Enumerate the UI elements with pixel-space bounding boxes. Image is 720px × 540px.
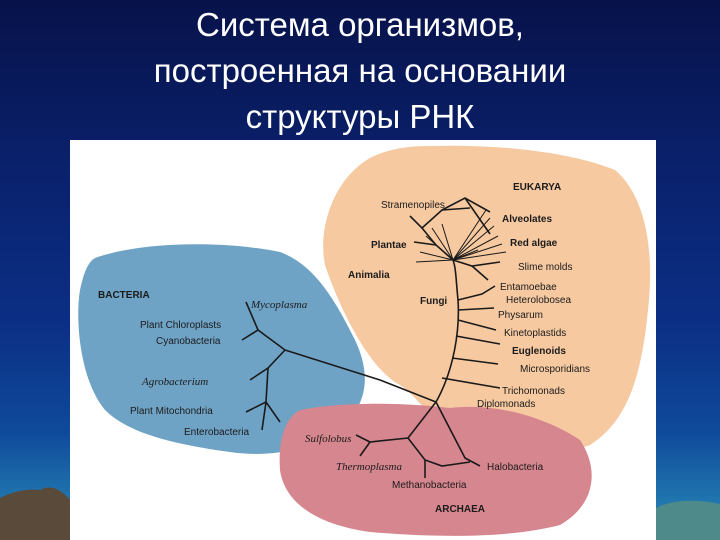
title-line-3: структуры РНК [245, 98, 475, 135]
label-physarum: Physarum [498, 310, 543, 321]
label-cyanobacteria: Cyanobacteria [156, 336, 221, 347]
landscape-hills [0, 487, 720, 540]
tree-svg: EUKARYA BACTERIA ARCHAEA Stramenopiles A… [78, 145, 651, 536]
label-stramenopiles: Stramenopiles [381, 200, 445, 211]
archaea-region [279, 403, 592, 536]
label-animalia: Animalia [348, 270, 390, 281]
label-trichomonads: Trichomonads [502, 386, 565, 397]
label-slime-molds: Slime molds [518, 262, 572, 273]
label-thermoplasma: Thermoplasma [336, 461, 403, 473]
tree-branches [241, 197, 501, 478]
label-heterolobosea: Heterolobosea [506, 295, 571, 306]
slide-title: Система организмов, построенная на основ… [0, 2, 720, 140]
label-plant-mitochondria: Plant Mitochondria [130, 406, 213, 417]
label-entamoebae: Entamoebae [500, 282, 557, 293]
label-agrobacterium: Agrobacterium [141, 376, 208, 388]
label-halobacteria: Halobacteria [487, 462, 544, 473]
label-mycoplasma: Mycoplasma [250, 299, 308, 311]
label-methanobacteria: Methanobacteria [392, 480, 467, 491]
eukarya-region [323, 145, 651, 456]
label-sulfolobus: Sulfolobus [305, 433, 351, 445]
label-enterobacteria: Enterobacteria [184, 427, 249, 438]
bacteria-region [78, 244, 365, 454]
label-euglenoids: Euglenoids [512, 346, 566, 357]
label-alveolates: Alveolates [502, 214, 552, 225]
eukarya-crown-fan [415, 209, 507, 263]
title-line-1: Система организмов, [196, 6, 524, 43]
domain-label-eukarya: EUKARYA [513, 182, 561, 193]
phylogenetic-tree-figure: EUKARYA BACTERIA ARCHAEA Stramenopiles A… [70, 140, 656, 540]
label-plantae: Plantae [371, 240, 407, 251]
domain-label-bacteria: BACTERIA [98, 290, 150, 301]
label-diplomonads: Diplomonads [477, 399, 535, 410]
title-line-2: построенная на основании [153, 52, 567, 89]
domain-label-archaea: ARCHAEA [435, 504, 485, 515]
label-red-algae: Red algae [510, 238, 558, 249]
label-plant-chloroplasts: Plant Chloroplasts [140, 320, 221, 331]
label-microsporidians: Microsporidians [520, 364, 590, 375]
label-kinetoplastids: Kinetoplastids [504, 328, 566, 339]
label-fungi: Fungi [420, 296, 447, 307]
